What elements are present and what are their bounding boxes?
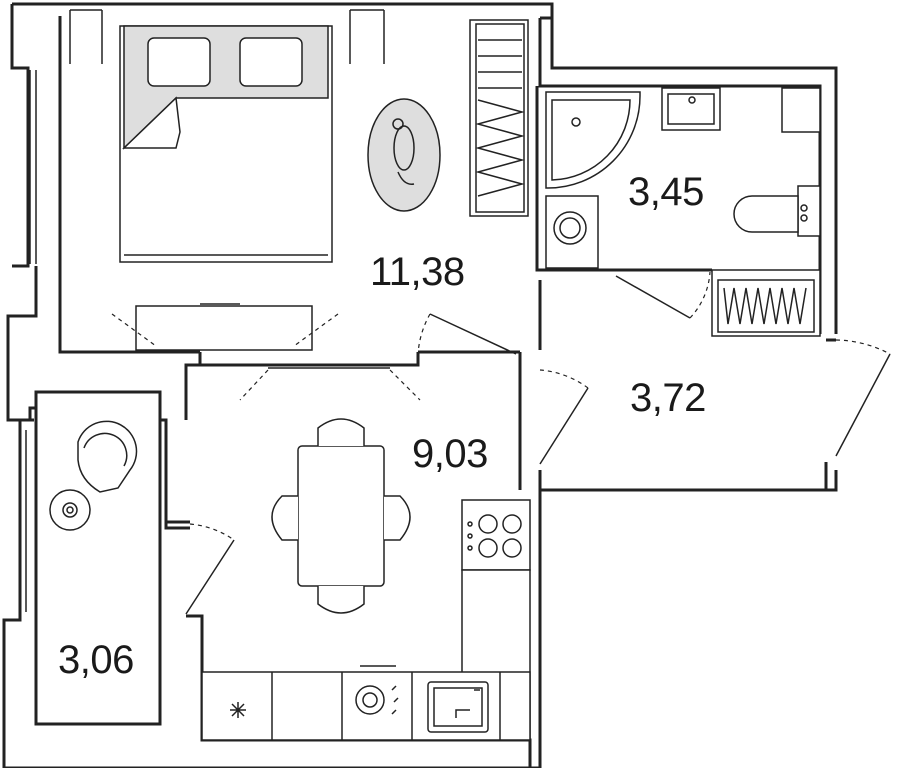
bed: [119, 25, 333, 263]
fridge: [230, 702, 246, 718]
wardrobe: [469, 19, 529, 217]
tv-unit: [239, 367, 421, 401]
dishwasher: [355, 685, 399, 715]
stove: [461, 499, 531, 571]
balcony-area-label: 3,06: [58, 638, 134, 682]
bathroom-area-label: 3,45: [628, 170, 704, 214]
kitchen-sink: [427, 681, 489, 733]
bathroom-sink: [661, 87, 721, 131]
bedroom-area-label: 11,38: [370, 250, 465, 294]
exterior-walls: [2, 2, 838, 768]
dining-chairs: [271, 418, 411, 614]
tv-stand: [111, 303, 339, 351]
dining-table: [297, 445, 385, 587]
washing-machine: [545, 195, 599, 269]
windows: [19, 9, 385, 612]
shower: [545, 91, 641, 189]
doors: [185, 271, 891, 615]
toilet: [733, 185, 821, 237]
hallway-area-label: 3,72: [630, 376, 706, 420]
armchair: [77, 420, 138, 493]
rug: [367, 98, 441, 212]
bathroom-cabinet: [781, 87, 821, 133]
kitchen-area-label: 9,03: [412, 432, 488, 476]
side-table: [49, 489, 91, 531]
hall-wardrobe: [711, 269, 821, 337]
